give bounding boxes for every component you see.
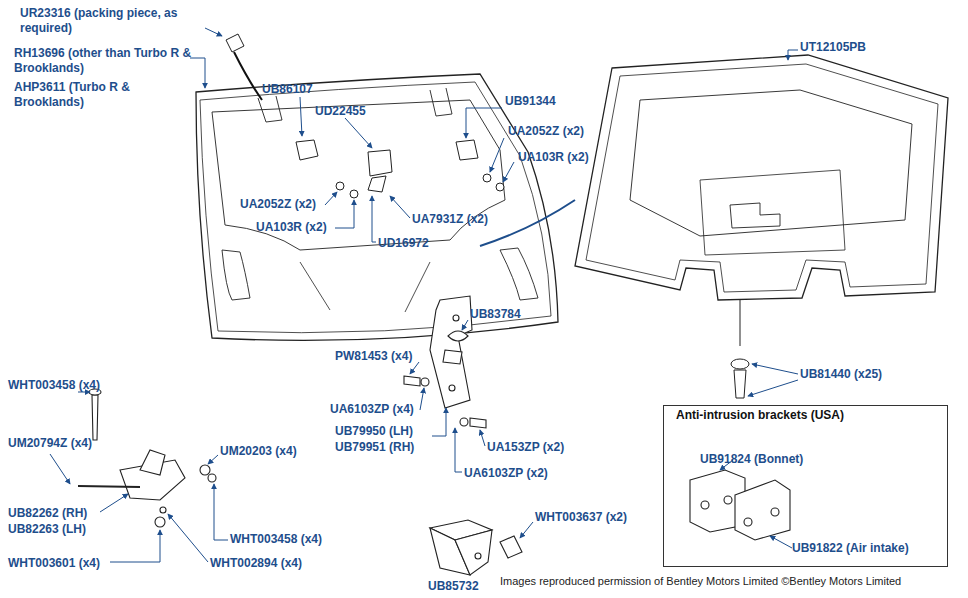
clip-drawing: [731, 300, 749, 398]
panel-drawing: [575, 55, 948, 300]
intrusion-bracket-drawing: [690, 470, 790, 540]
part-number: UA6103ZP (x2): [464, 466, 548, 481]
part-number: UB85732: [428, 579, 479, 594]
part-number: UM20794Z (x4): [8, 436, 92, 451]
part-number: UA153ZP (x2): [487, 440, 564, 455]
bracket-drawing: [78, 389, 216, 527]
part-number: WHT003637 (x2): [535, 510, 627, 525]
part-number: UA2052Z (x2): [508, 124, 584, 139]
part-number: UA7931Z (x2): [412, 212, 488, 227]
part-number: WHT002894 (x4): [210, 556, 302, 571]
part-number: UB82262 (RH): [8, 506, 87, 521]
buffer-drawing: [430, 520, 522, 575]
part-number: WHT003458 (x4): [8, 378, 100, 393]
note-box: Anti-intrusion brackets (USA) UB91824 (Bo…: [663, 405, 948, 567]
bonnet-drawing: [196, 74, 558, 340]
bonnet-fittings: [226, 34, 504, 198]
part-number: UM20203 (x4): [220, 444, 297, 459]
part-number: UD16972: [378, 236, 429, 251]
link-curve: [480, 200, 575, 246]
part-number: UT12105PB: [800, 40, 866, 55]
part-number: UB83784: [470, 307, 521, 322]
part-number: UB82263 (LH): [8, 522, 86, 537]
part-number: UB91824 (Bonnet): [700, 452, 803, 467]
part-number: RH13696 (other than Turbo R & Brooklands…: [14, 46, 194, 76]
copyright-note: Images reproduced permission of Bentley …: [500, 574, 901, 589]
part-number: UB91822 (Air intake): [792, 541, 909, 556]
part-number: PW81453 (x4): [335, 349, 412, 364]
part-number: UB81440 (x25): [800, 367, 882, 382]
part-number: UA103R (x2): [256, 220, 327, 235]
part-number: UB91344: [505, 94, 556, 109]
part-number: UA6103ZP (x4): [330, 402, 414, 417]
leader-lines: [50, 28, 798, 562]
part-number: WHT003601 (x4): [8, 556, 100, 571]
part-number: AHP3611 (Turbo R & Brooklands): [14, 80, 136, 110]
part-number: UA2052Z (x2): [240, 197, 316, 212]
heading: Anti-intrusion brackets (USA): [676, 408, 844, 423]
part-number: UB79951 (RH): [335, 440, 414, 455]
part-number: UB79950 (LH): [335, 424, 413, 439]
part-number: UD22455: [315, 104, 366, 119]
part-number: UR23316 (packing piece, as required): [20, 6, 210, 36]
part-number: UA103R (x2): [518, 150, 589, 165]
link-line: [234, 52, 262, 100]
part-number: UB86107: [262, 82, 313, 97]
part-number: WHT003458 (x4): [230, 532, 322, 547]
